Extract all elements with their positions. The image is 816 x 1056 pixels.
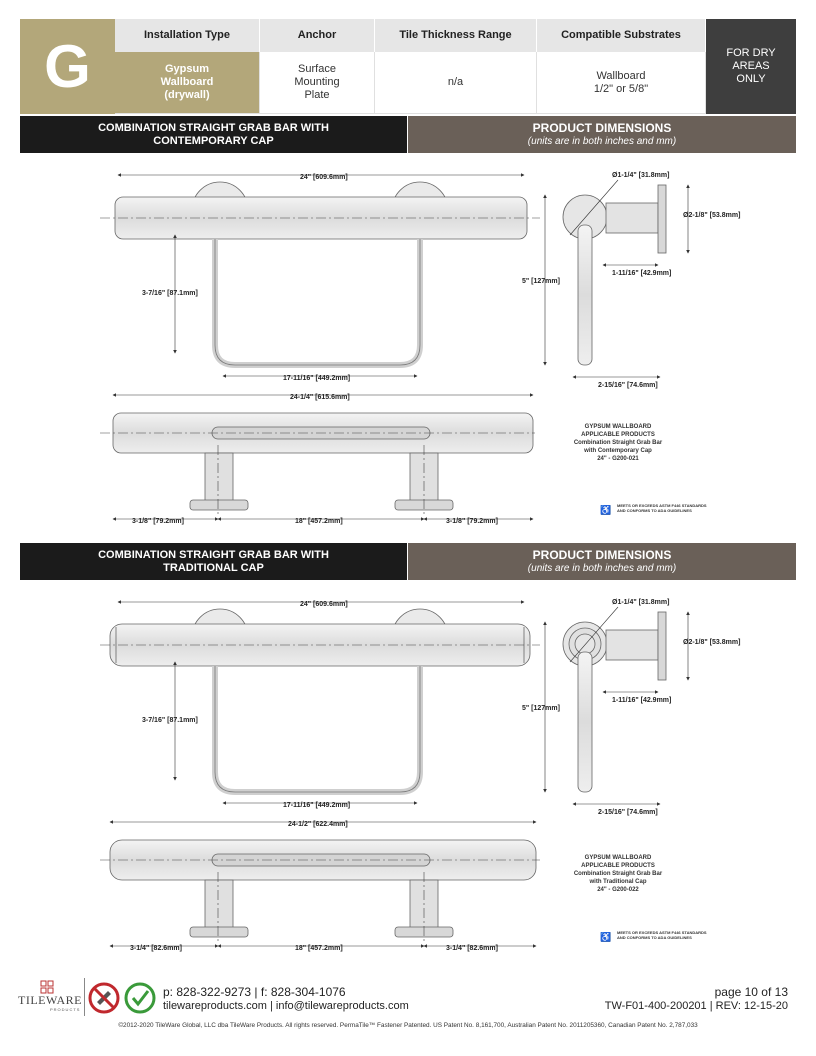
- dim-end-left: 3-1/8" [79.2mm]: [132, 518, 184, 525]
- footer-phone: p: 828-322-9273 | f: 828-304-1076: [163, 985, 346, 999]
- astm-note: MEETS OR EXCEEDS ASTM F446 STANDARDS: [617, 503, 707, 508]
- dim-height: 3-7/16" [87.1mm]: [142, 717, 198, 724]
- section-2-dimensions-bar: PRODUCT DIMENSIONS (units are in both in…: [408, 543, 796, 580]
- dry-areas-badge: FOR DRY AREAS ONLY: [706, 19, 796, 114]
- ada-icon: ♿: [600, 504, 611, 515]
- dim-length: 24" [609.6mm]: [300, 601, 348, 608]
- astm-note: AND CONFORMS TO ADA GUIDELINES: [617, 935, 692, 940]
- note-line: with Contemporary Cap: [583, 448, 652, 454]
- dim-end-right: 3-1/4" [82.6mm]: [446, 945, 498, 952]
- dim-end-right: 3-1/8" [79.2mm]: [446, 518, 498, 525]
- section-1-dimensions-bar: PRODUCT DIMENSIONS (units are in both in…: [408, 116, 796, 153]
- dim-inner: 17-11/16" [449.2mm]: [283, 375, 350, 382]
- tileware-logo-sub: PRODUCTS: [50, 1007, 81, 1012]
- tileware-logo-icon: [40, 980, 54, 994]
- section-1-dim-title: PRODUCT DIMENSIONS: [532, 120, 672, 135]
- dim-end-left: 3-1/4" [82.6mm]: [130, 945, 182, 952]
- section-2-title: COMBINATION STRAIGHT GRAB BAR WITH TRADI…: [20, 543, 407, 580]
- dim-diameter: Ø1-1/4" [31.8mm]: [612, 172, 669, 179]
- dim-inner: 17-11/16" [449.2mm]: [283, 802, 350, 809]
- note-line: Combination Straight Grab Bar: [574, 871, 663, 877]
- tile-thickness-value: n/a: [375, 52, 537, 114]
- note-line: GYPSUM WALLBOARD: [585, 424, 652, 430]
- dim-length: 24" [609.6mm]: [300, 174, 348, 181]
- col-head-anchor: Anchor: [260, 19, 375, 52]
- copyright: ©2012-2020 TileWare Global, LLC dba Tile…: [118, 1022, 698, 1029]
- page-number: page 10 of 13: [714, 985, 788, 999]
- dim-drop: 5" [127mm]: [522, 278, 560, 285]
- dim-height: 3-7/16" [87.1mm]: [142, 290, 198, 297]
- section-1-dim-sub: (units are in both inches and mm): [527, 135, 677, 147]
- note-line: APPLICABLE PRODUCTS: [581, 432, 655, 438]
- astm-note: MEETS OR EXCEEDS ASTM F446 STANDARDS: [617, 930, 707, 935]
- dim-overall: 24-1/4" [615.6mm]: [290, 394, 350, 401]
- installation-type-value: Gypsum Wallboard (drywall): [115, 52, 260, 114]
- dim-projection: 1-11/16" [42.9mm]: [612, 270, 671, 277]
- section-1-drawing: 24" [609.6mm] 3-7/16" [87.1mm] 17-11/16"…: [100, 172, 740, 525]
- dim-depth: 2-15/16" [74.6mm]: [598, 809, 658, 816]
- tileware-logo: TILEWARE: [18, 993, 82, 1007]
- dim-center: 18" [457.2mm]: [295, 518, 343, 525]
- footer-web[interactable]: tilewareproducts.com | info@tilewareprod…: [163, 1000, 409, 1012]
- dim-flange: Ø2-1/8" [53.8mm]: [683, 639, 740, 646]
- note-line: APPLICABLE PRODUCTS: [581, 863, 655, 869]
- note-line: with Traditional Cap: [588, 879, 646, 885]
- col-head-tile-thickness: Tile Thickness Range: [375, 19, 537, 52]
- col-head-installation-type: Installation Type: [115, 19, 260, 52]
- document-revision: TW-F01-400-200201 | REV: 12-15-20: [604, 1000, 788, 1012]
- no-drill-icon: [88, 982, 120, 1014]
- section-2-drawing: 24" [609.6mm] 3-7/16" [87.1mm] 17-11/16"…: [100, 599, 740, 952]
- approved-check-icon: [124, 982, 156, 1014]
- installation-letter: G: [20, 19, 115, 114]
- ada-icon: ♿: [600, 931, 611, 942]
- dim-overall: 24-1/2" [622.4mm]: [288, 821, 348, 828]
- dim-diameter: Ø1-1/4" [31.8mm]: [612, 599, 669, 606]
- section-2-dim-sub: (units are in both inches and mm): [527, 562, 677, 574]
- dim-flange: Ø2-1/8" [53.8mm]: [683, 212, 740, 219]
- anchor-value: Surface Mounting Plate: [260, 52, 375, 114]
- dim-center: 18" [457.2mm]: [295, 945, 343, 952]
- dim-drop: 5" [127mm]: [522, 705, 560, 712]
- col-head-substrates: Compatible Substrates: [537, 19, 706, 52]
- note-line: 24" - G200-021: [597, 456, 639, 462]
- footer-divider: [84, 978, 85, 1016]
- note-line: Combination Straight Grab Bar: [574, 440, 663, 446]
- substrates-value: Wallboard 1/2" or 5/8": [537, 52, 706, 114]
- note-line: GYPSUM WALLBOARD: [585, 855, 652, 861]
- section-2-dim-title: PRODUCT DIMENSIONS: [532, 547, 672, 562]
- dim-projection: 1-11/16" [42.9mm]: [612, 697, 671, 704]
- dim-depth: 2-15/16" [74.6mm]: [598, 382, 658, 389]
- astm-note: AND CONFORMS TO ADA GUIDELINES: [617, 508, 692, 513]
- section-1-title: COMBINATION STRAIGHT GRAB BAR WITH CONTE…: [20, 116, 407, 153]
- note-line: 24" - G200-022: [597, 887, 639, 893]
